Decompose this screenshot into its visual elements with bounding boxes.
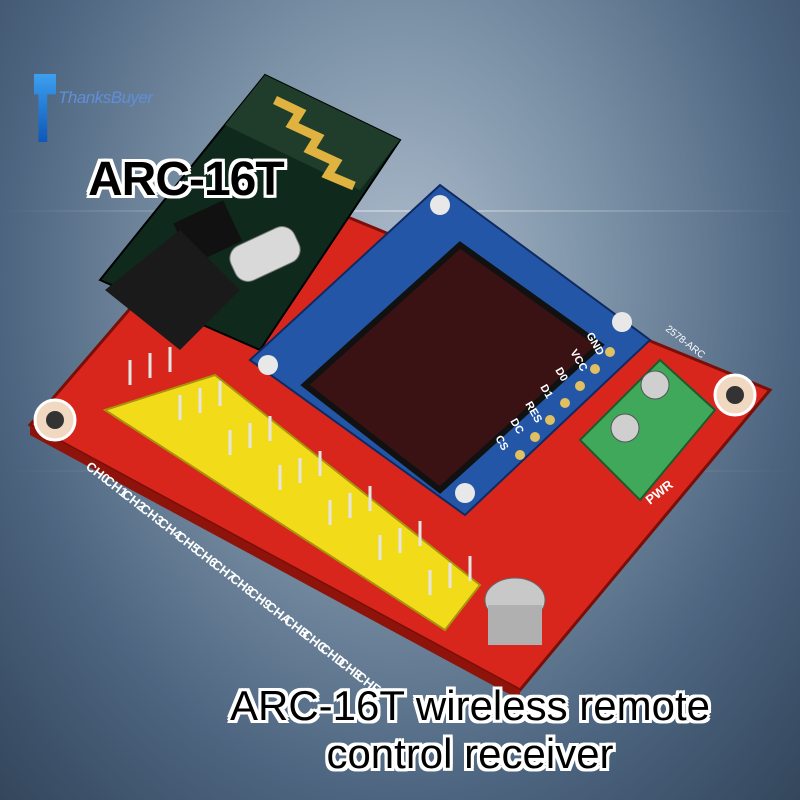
oled-pin-row xyxy=(515,347,615,460)
screw-icon xyxy=(258,355,278,375)
oled-screen xyxy=(300,241,605,494)
power-terminal-block xyxy=(578,358,717,502)
brand-logo-icon xyxy=(34,74,56,142)
terminal-screw-icon xyxy=(610,413,640,443)
caption-line-2: control receiver xyxy=(326,730,614,777)
capacitor-body xyxy=(488,605,542,645)
brand-logo: ThanksBuyer xyxy=(34,74,164,144)
crystal-oscillator xyxy=(229,226,301,282)
screw-icon xyxy=(612,312,632,332)
pin-header-block xyxy=(102,373,482,632)
header-pins xyxy=(128,347,472,595)
background-streak xyxy=(0,210,800,212)
screw-icon xyxy=(430,195,450,215)
module-header xyxy=(105,230,240,350)
antenna-trace xyxy=(273,95,356,191)
mount-hole-center xyxy=(726,386,744,404)
screw-icon xyxy=(455,483,475,503)
pcb-edge xyxy=(30,425,520,700)
mount-hole-center xyxy=(46,411,64,429)
terminal-screw-icon xyxy=(640,370,670,400)
caption-line-1: ARC-16T wireless remote xyxy=(229,682,711,729)
model-label: ARC-16T xyxy=(88,153,285,206)
product-caption: ARC-16T wireless remote control receiver xyxy=(150,682,790,778)
brand-logo-text: ThanksBuyer xyxy=(58,88,153,107)
